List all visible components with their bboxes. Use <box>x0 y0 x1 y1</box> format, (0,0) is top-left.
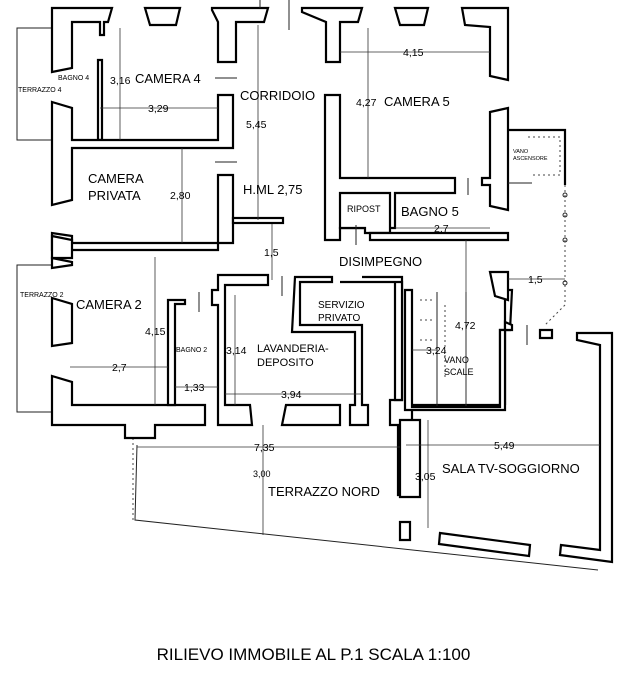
dim-label: 1,33 <box>184 382 205 394</box>
bagno2-wall <box>166 298 187 407</box>
dim-label: 5,49 <box>494 440 515 452</box>
dim-label: 7,35 <box>254 442 275 454</box>
room-label-terrazzo2: TERRAZZO 2 <box>20 292 64 299</box>
ripost-wall <box>338 191 392 235</box>
wall <box>50 173 235 252</box>
room-label-corridoio: CORRIDOIO <box>240 88 315 103</box>
wall <box>538 328 554 340</box>
dim-label: 4,72 <box>455 320 476 332</box>
room-label-bagno5: BAGNO 5 <box>401 204 459 219</box>
drawing-title: RILIEVO IMMOBILE AL P.1 SCALA 1:100 <box>156 645 471 664</box>
wall <box>340 280 404 402</box>
room-label-camera4: CAMERA 4 <box>135 71 201 86</box>
lift-shaft <box>508 128 567 185</box>
dim-label: 3,94 <box>281 389 302 401</box>
wall <box>398 520 412 542</box>
wall <box>50 6 114 74</box>
room-label-vano-scale: VANO <box>444 355 469 365</box>
dim-label: 3,05 <box>415 471 436 483</box>
dim-label: 2,7 <box>112 362 127 374</box>
room-label-vano-ascensore: VANO <box>513 149 529 155</box>
window-pier <box>393 6 430 27</box>
terrazzo2-outline <box>16 264 52 413</box>
room-label-camera-privata: PRIVATA <box>88 188 141 203</box>
wall <box>488 270 510 302</box>
bagno4-wall <box>96 58 104 142</box>
dim-label: 2,7 <box>434 223 449 235</box>
railing-post <box>562 192 568 198</box>
wall <box>50 93 235 207</box>
railing <box>544 185 566 326</box>
room-label-servizio-privato: PRIVATO <box>318 313 360 324</box>
dim-label: 4,15 <box>403 47 424 59</box>
wall <box>280 403 342 427</box>
bagno5-wall <box>368 231 510 242</box>
wall <box>460 6 510 82</box>
dim-label: 3,00 <box>253 469 271 479</box>
dim-label: 2,80 <box>170 190 191 202</box>
railing-post <box>562 237 568 243</box>
wall <box>210 6 270 64</box>
railing-post <box>562 280 568 286</box>
room-label-sala-tv: SALA TV-SOGGIORNO <box>442 461 580 476</box>
room-label-bagno2: BAGNO 2 <box>176 347 207 354</box>
dim-label: 4,15 <box>145 326 166 338</box>
servizio-wall <box>290 275 370 427</box>
room-label-vano-scale: SCALE <box>444 367 474 377</box>
room-label-bagno4: BAGNO 4 <box>58 75 89 82</box>
room-label-camera-privata: CAMERA <box>88 171 144 186</box>
dim-label: 1,5 <box>528 274 543 286</box>
window-pier <box>143 6 182 27</box>
lift-car <box>528 136 561 176</box>
wall <box>50 234 74 260</box>
ceiling-height-label: H.ML 2,75 <box>243 182 303 197</box>
window-bar <box>437 531 532 558</box>
wall <box>398 418 422 499</box>
window-pier <box>50 296 74 348</box>
wall <box>480 106 510 212</box>
wall <box>50 374 207 440</box>
room-label-lavanderia: LAVANDERIA- <box>257 343 329 355</box>
wall <box>50 256 74 270</box>
dim-label: 3,24 <box>426 345 447 357</box>
vano-scale-wall <box>403 288 514 412</box>
dimension-labels: 3,16 3,29 5,45 4,15 4,27 2,80 1,5 2,7 1,… <box>110 47 543 483</box>
wall <box>300 6 364 64</box>
room-label-ripost: RIPOST <box>347 204 381 214</box>
dim-label: 4,27 <box>356 97 377 109</box>
terrazzo-nord-outline <box>134 444 599 571</box>
room-label-vano-ascensore: ASCENSORE <box>513 156 548 162</box>
dim-label: 3,29 <box>148 103 169 115</box>
terrazzo4-outline <box>16 27 52 141</box>
lavanderia-wall <box>210 273 270 427</box>
room-label-camera2: CAMERA 2 <box>76 297 142 312</box>
sala-wall <box>558 331 614 564</box>
room-label-camera5: CAMERA 5 <box>384 94 450 109</box>
dim-label: 1,5 <box>264 247 279 259</box>
room-label-terrazzo-nord: TERRAZZO NORD <box>268 484 380 499</box>
room-label-terrazzo4: TERRAZZO 4 <box>18 87 62 94</box>
railing-post <box>562 212 568 218</box>
dim-label: 3,14 <box>226 345 247 357</box>
room-label-disimpegno: DISIMPEGNO <box>339 254 422 269</box>
room-label-lavanderia: DEPOSITO <box>257 357 314 369</box>
dim-label: 3,16 <box>110 75 131 87</box>
dimension-lines <box>70 25 600 535</box>
room-label-servizio-privato: SERVIZIO <box>318 300 365 311</box>
dim-label: 5,45 <box>246 119 267 131</box>
